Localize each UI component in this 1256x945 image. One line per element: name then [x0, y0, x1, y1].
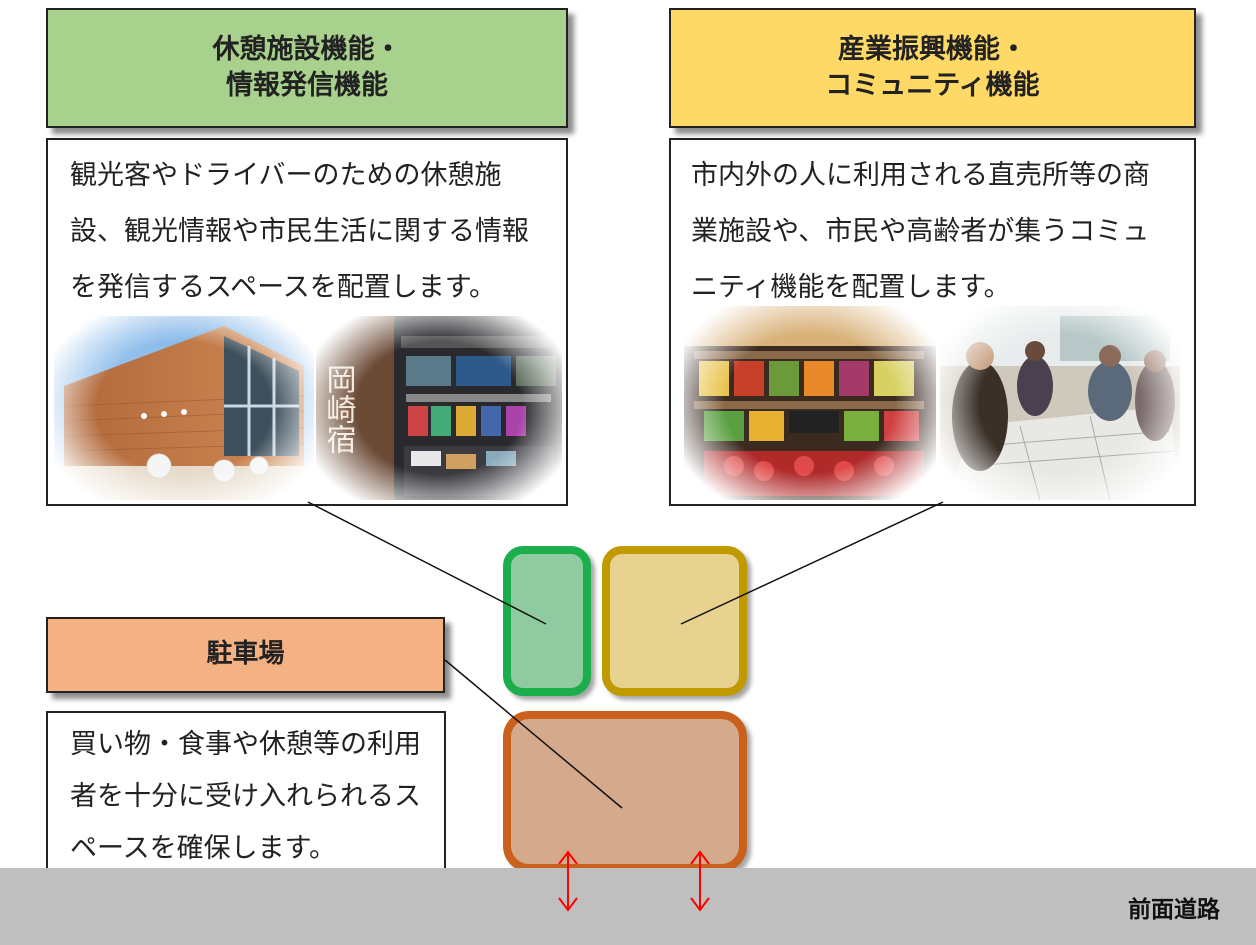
parking-description: 買い物・食事や休憩等の利用者を十分に受け入れられるスペースを確保します。: [70, 729, 421, 864]
rest-function-title: 休憩施設機能・ 情報発信機能: [46, 8, 568, 128]
front-road-label: 前面道路: [1128, 897, 1220, 923]
parking-card: 買い物・食事や休憩等の利用者を十分に受け入れられるスペースを確保します。: [46, 711, 446, 877]
parking-zone: [503, 711, 747, 872]
rest-building-photo: [54, 316, 314, 500]
industry-market-photo: [684, 306, 936, 500]
industry-function-description: 市内外の人に利用される直売所等の商業施設や、市民や高齢者が集うコミュニティ機能を…: [691, 160, 1150, 303]
parking-title: 駐車場: [46, 617, 445, 693]
rest-shop-photo: 岡崎宿: [316, 316, 562, 500]
industry-zone: [602, 546, 747, 696]
rest-function-description: 観光客やドライバーのための休憩施設、観光情報や市民生活に関する情報を発信するスペ…: [70, 160, 529, 303]
rest-zone: [503, 546, 591, 696]
front-road: 前面道路: [0, 868, 1256, 945]
industry-community-photo: [940, 306, 1180, 500]
shop-sign-text: 岡崎宿: [321, 364, 357, 454]
industry-function-title: 産業振興機能・ コミュニティ機能: [669, 8, 1196, 128]
